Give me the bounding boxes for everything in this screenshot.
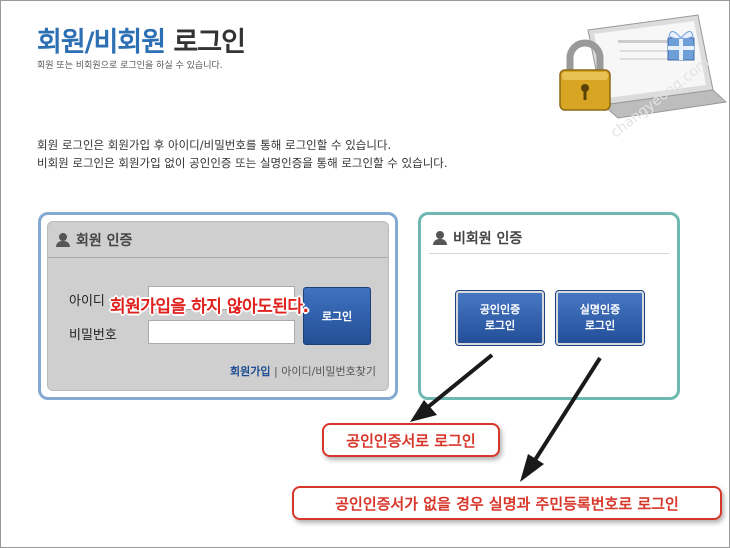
id-label: 아이디 (69, 294, 105, 309)
arrow-to-callout2 (520, 356, 602, 482)
divider (429, 253, 669, 254)
user-icon (56, 233, 70, 247)
description-line-2: 비회원 로그인은 회원가입 없이 공인인증 또는 실명인증을 통해 로그인할 수… (37, 156, 448, 170)
padlock-icon (559, 39, 611, 111)
hero-illustration (559, 14, 728, 119)
annotation-overlay-text: 회원가입을 하지 않아도된다. (110, 297, 309, 317)
member-links: 회원가입 | 아이디/비밀번호찾기 (230, 363, 376, 379)
user-icon (433, 231, 447, 245)
member-login-inner: 회원 인증 아이디 비밀번호 로그인 회원가입 | 아이디/비밀번호찾기 (47, 221, 389, 391)
link-separator: | (273, 365, 278, 378)
certificate-login-button[interactable]: 공인인증 로그인 (455, 290, 545, 346)
annotation-callout-certificate: 공인인증서로 로그인 (322, 423, 500, 457)
password-label: 비밀번호 (69, 328, 117, 343)
join-link[interactable]: 회원가입 (230, 365, 271, 378)
realname-login-button[interactable]: 실명인증 로그인 (555, 290, 645, 346)
login-button[interactable]: 로그인 (303, 287, 371, 345)
guest-panel-heading: 비회원 인증 (433, 228, 522, 248)
member-login-panel: 회원 인증 아이디 비밀번호 로그인 회원가입 | 아이디/비밀번호찾기 (38, 212, 398, 400)
annotation-callout-realname: 공인인증서가 없을 경우 실명과 주민등록번호로 로그인 (292, 486, 722, 520)
description-line-1: 회원 로그인은 회원가입 후 아이디/비밀번호를 통해 로그인할 수 있습니다. (37, 138, 392, 152)
find-account-link[interactable]: 아이디/비밀번호찾기 (281, 365, 376, 378)
arrow-to-callout1 (410, 353, 494, 422)
guest-login-panel: 비회원 인증 공인인증 로그인 실명인증 로그인 (418, 212, 680, 400)
gift-icon (667, 31, 695, 61)
id-input[interactable] (148, 286, 295, 310)
password-input[interactable] (148, 320, 295, 344)
divider (48, 257, 388, 258)
member-panel-heading: 회원 인증 (56, 230, 132, 250)
page-subtitle: 회원 또는 비회원으로 로그인을 하실 수 있습니다. (37, 61, 223, 71)
page-title: 회원/비회원 로그인 (37, 27, 246, 58)
